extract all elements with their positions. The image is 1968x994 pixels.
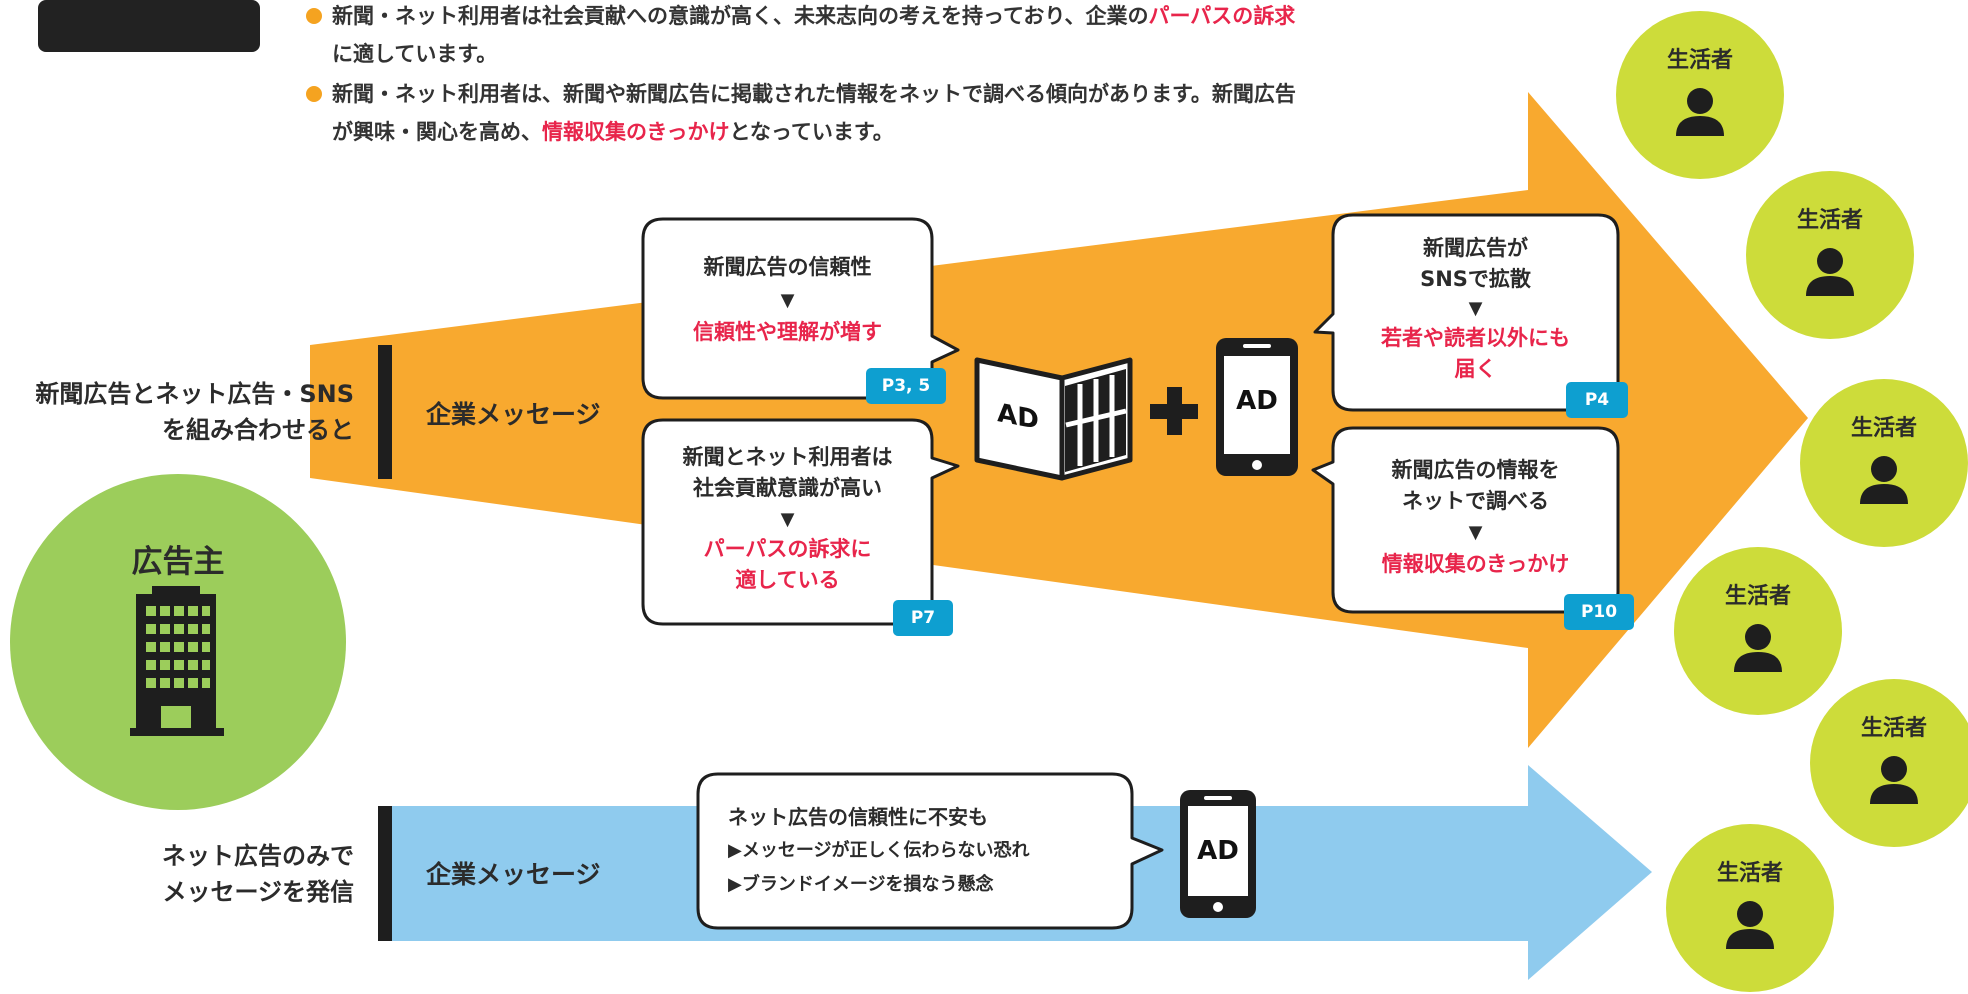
- person-icon: [1676, 88, 1724, 136]
- advertiser-label: 広告主: [131, 544, 225, 580]
- page-tag-p3: [866, 368, 946, 404]
- bubble-net-only-text: ネット広告の信頼性に不安も ▶メッセージが正しく伝わらない恐れ ▶ブランドイメー…: [728, 805, 1030, 895]
- consumer-label: 生活者: [1850, 416, 1917, 441]
- bullet-dot: [306, 86, 322, 102]
- page-tag-p10: [1564, 594, 1634, 630]
- page-tag-p7: [893, 600, 953, 636]
- consumer-label: 生活者: [1666, 48, 1733, 73]
- intro-highlight: パーパスの訴求: [1148, 4, 1296, 28]
- person-icon: [1806, 248, 1854, 296]
- down-arrow-icon: ▼: [1468, 298, 1483, 319]
- person-icon: [1734, 624, 1782, 672]
- phone-icon: [1216, 338, 1298, 476]
- net-only-band-bar: [378, 806, 392, 941]
- person-icon: [1870, 756, 1918, 804]
- person-icon: [1726, 901, 1774, 949]
- page-tag-label: P4: [1584, 390, 1610, 410]
- net-only-band-label: 企業メッセージ: [426, 860, 601, 889]
- page-tag-label: P10: [1580, 602, 1618, 622]
- bubble-net-only: [696, 772, 1164, 930]
- bubble-sns: [1313, 213, 1620, 412]
- building-icon: [130, 586, 224, 736]
- phone-ad-label: AD: [1236, 386, 1278, 416]
- net-only-side-label: ネット広告のみで メッセージを発信: [162, 842, 354, 906]
- plus-icon: [1150, 387, 1198, 435]
- combined-band-label: 企業メッセージ: [426, 400, 601, 429]
- page-tag-label: P7: [910, 608, 936, 628]
- intro-text: が興味・関心を高め、: [332, 120, 542, 144]
- person-icon: [1860, 456, 1908, 504]
- consumer-label: 生活者: [1724, 584, 1791, 609]
- page-tag-p4: [1566, 382, 1628, 418]
- bullet-dot: [306, 8, 322, 24]
- down-arrow-icon: ▼: [780, 290, 795, 311]
- intro-text: となっています。: [729, 120, 894, 144]
- combined-side-label: 新聞広告とネット広告・SNS を組み合わせると: [35, 380, 354, 444]
- newspaper-icon: [974, 357, 1133, 481]
- bubble-search: [1311, 426, 1620, 614]
- bubble-sns-text: 新聞広告が SNSで拡散 ▼ 若者や読者以外にも 届く: [1333, 233, 1618, 385]
- intro-text: 新聞・ネット利用者は社会貢献への意識が高く、未来志向の考えを持っており、企業の: [332, 4, 1149, 28]
- phone-icon: [1180, 790, 1256, 918]
- bubble-search-text: 新聞広告の情報を ネットで調べる ▼ 情報収集のきっかけ: [1333, 455, 1618, 580]
- intro-text: に適しています。: [332, 42, 498, 66]
- consumer-label: 生活者: [1796, 208, 1863, 233]
- page-tag-label: P3, 5: [881, 376, 931, 396]
- consumer-label: 生活者: [1716, 861, 1783, 886]
- bubble-social-text: 新聞とネット利用者は 社会貢献意識が高い ▼ パーパスの訴求に 適している: [643, 442, 932, 596]
- intro-highlight: 情報収集のきっかけ: [542, 120, 730, 144]
- consumer-label: 生活者: [1860, 716, 1927, 741]
- down-arrow-icon: ▼: [780, 509, 795, 530]
- intro-text: 新聞・ネット利用者は、新聞や新聞広告に掲載された情報をネットで調べる傾向がありま…: [332, 82, 1296, 106]
- down-arrow-icon: ▼: [1468, 522, 1483, 543]
- combined-band-bar: [378, 345, 392, 479]
- bubble-trust-text: 新聞広告の信頼性 ▼ 信頼性や理解が増す: [643, 252, 932, 348]
- phone-ad-label: AD: [1197, 836, 1239, 866]
- header-tab: [38, 0, 260, 52]
